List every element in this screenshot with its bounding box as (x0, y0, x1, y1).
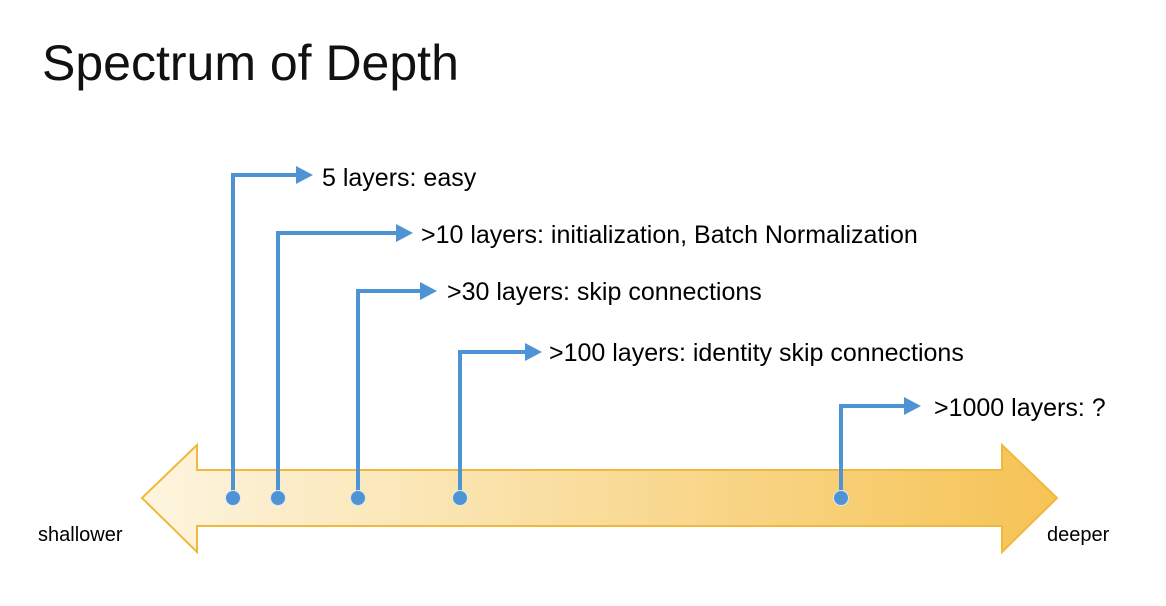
depth-marker-dot (833, 490, 849, 506)
spectrum-double-arrow-shape (140, 442, 1059, 555)
annotation-connector (839, 397, 921, 498)
right-arrowhead-icon (420, 282, 437, 300)
axis-label-deeper: deeper (1047, 524, 1110, 546)
annotation-label-1000-layers: >1000 layers: ? (934, 394, 1106, 422)
annotation-label-10-layers: >10 layers: initialization, Batch Normal… (421, 221, 918, 249)
annotation-connector (231, 166, 313, 498)
depth-marker-dot (350, 490, 366, 506)
depth-marker-dot (270, 490, 286, 506)
annotation-connector (356, 282, 437, 498)
slide-title: Spectrum of Depth (42, 35, 459, 91)
annotation-label-100-layers: >100 layers: identity skip connections (549, 339, 964, 367)
annotation-label-30-layers: >30 layers: skip connections (447, 278, 762, 306)
annotation-connector (458, 343, 542, 498)
right-arrowhead-icon (904, 397, 921, 415)
depth-marker-dot (225, 490, 241, 506)
axis-label-shallower: shallower (38, 524, 123, 546)
depth-marker-dot (452, 490, 468, 506)
annotation-label-5-layers: 5 layers: easy (322, 164, 477, 192)
right-arrowhead-icon (296, 166, 313, 184)
right-arrowhead-icon (525, 343, 542, 361)
right-arrowhead-icon (396, 224, 413, 242)
annotation-connector (276, 224, 413, 498)
